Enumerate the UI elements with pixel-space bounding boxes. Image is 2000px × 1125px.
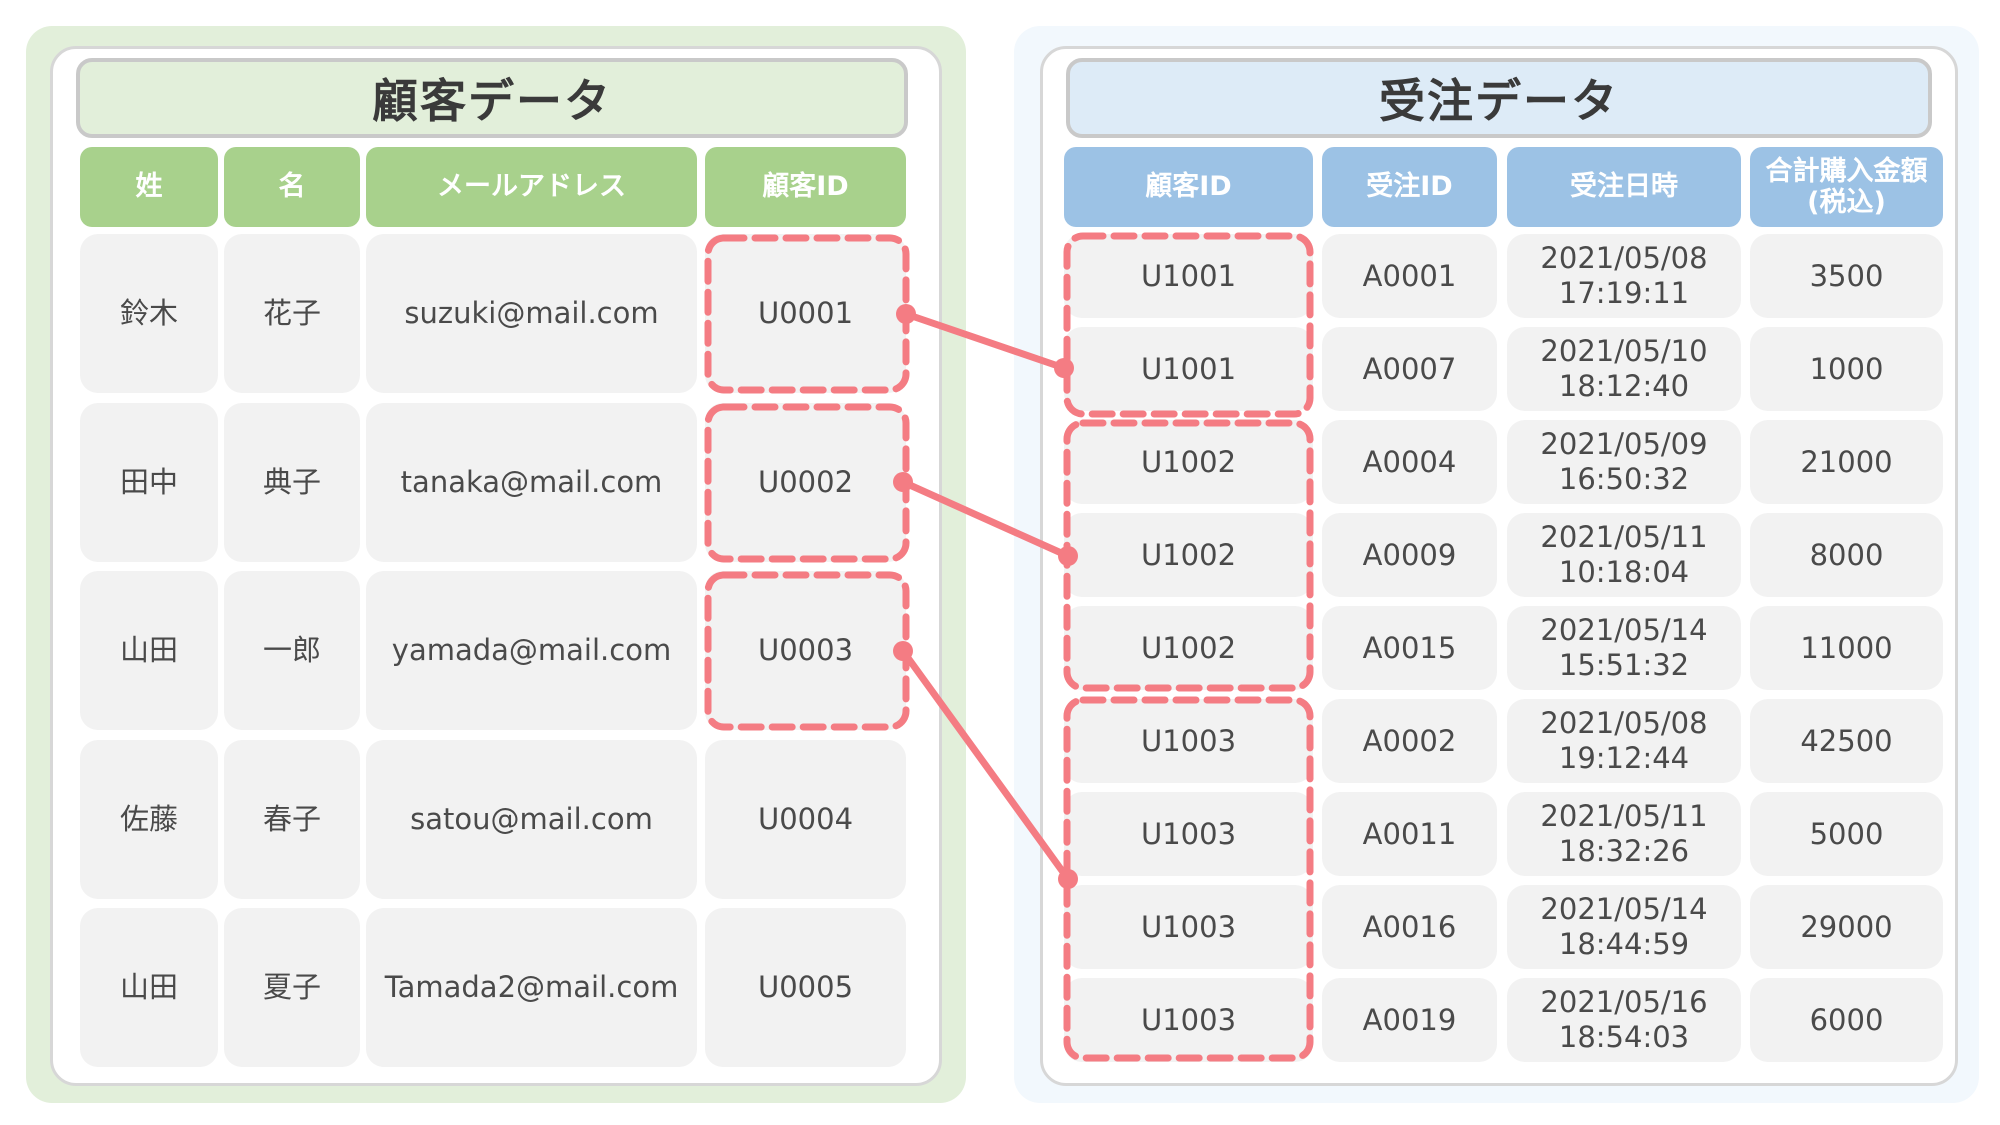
customer-header-email: メールアドレス [366,147,697,227]
order-customer-id-cell: U1003 [1064,978,1313,1062]
connector-dot [1054,358,1074,378]
highlight-customer-u0002 [704,403,910,563]
customer-header-customer-id: 顧客ID [705,147,906,227]
order-header-customer-id: 顧客ID [1064,147,1313,227]
highlight-orders-u1001 [1063,232,1314,418]
highlight-orders-u1002 [1063,419,1314,692]
order-amount-cell: 29000 [1750,885,1943,969]
customer-last-name-cell: 田中 [80,403,218,562]
connector-dot [893,641,913,661]
order-amount-cell: 11000 [1750,606,1943,690]
customer-first-name-cell: 典子 [224,403,360,562]
connector-dot [896,304,916,324]
order-customer-id-cell: U1003 [1064,699,1313,783]
customer-first-name-cell: 夏子 [224,908,360,1067]
customer-email-cell: satou@mail.com [366,740,697,899]
order-amount-cell: 8000 [1750,513,1943,597]
highlight-orders-u1003 [1063,696,1314,1062]
connector-dot [1058,546,1078,566]
highlight-customer-u0003 [704,571,910,731]
order-header-order-id: 受注ID [1322,147,1497,227]
order-customer-id-cell: U1001 [1064,327,1313,411]
customer-id-cell: U0003 [705,571,906,730]
customer-id-cell: U0004 [705,740,906,899]
order-header-total-amount: 合計購入金額 (税込) [1750,147,1943,227]
order-id-cell: A0002 [1322,699,1497,783]
order-amount-cell: 21000 [1750,420,1943,504]
order-id-cell: A0019 [1322,978,1497,1062]
customer-first-name-cell: 花子 [224,234,360,393]
order-id-cell: A0011 [1322,792,1497,876]
customer-email-cell: suzuki@mail.com [366,234,697,393]
customer-id-cell: U0005 [705,908,906,1067]
customer-email-cell: Tamada2@mail.com [366,908,697,1067]
highlight-customer-u0001 [704,234,910,394]
customer-last-name-cell: 鈴木 [80,234,218,393]
customer-first-name-cell: 一郎 [224,571,360,730]
order-customer-id-cell: U1002 [1064,513,1313,597]
connector-line [902,310,1068,372]
order-amount-cell: 5000 [1750,792,1943,876]
order-header-order-datetime: 受注日時 [1507,147,1741,227]
customer-header-first-name: 名 [224,147,360,227]
order-datetime-cell: 2021/05/08 17:19:11 [1507,234,1741,318]
order-id-cell: A0016 [1322,885,1497,969]
order-datetime-cell: 2021/05/09 16:50:32 [1507,420,1741,504]
order-amount-cell: 1000 [1750,327,1943,411]
connector-line [899,647,1072,883]
customer-email-cell: yamada@mail.com [366,571,697,730]
order-datetime-cell: 2021/05/14 18:44:59 [1507,885,1741,969]
order-id-cell: A0009 [1322,513,1497,597]
order-datetime-cell: 2021/05/11 18:32:26 [1507,792,1741,876]
customer-email-cell: tanaka@mail.com [366,403,697,562]
order-amount-cell: 3500 [1750,234,1943,318]
customer-id-cell: U0001 [705,234,906,393]
customer-last-name-cell: 山田 [80,908,218,1067]
customer-first-name-cell: 春子 [224,740,360,899]
order-amount-cell: 42500 [1750,699,1943,783]
order-datetime-cell: 2021/05/14 15:51:32 [1507,606,1741,690]
order-datetime-cell: 2021/05/08 19:12:44 [1507,699,1741,783]
order-customer-id-cell: U1002 [1064,420,1313,504]
customer-header-last-name: 姓 [80,147,218,227]
order-amount-cell: 6000 [1750,978,1943,1062]
order-datetime-cell: 2021/05/11 10:18:04 [1507,513,1741,597]
customer-id-cell: U0002 [705,403,906,562]
order-datetime-cell: 2021/05/16 18:54:03 [1507,978,1741,1062]
order-datetime-cell: 2021/05/10 18:12:40 [1507,327,1741,411]
customer-last-name-cell: 佐藤 [80,740,218,899]
customer-last-name-cell: 山田 [80,571,218,730]
connector-dot [1058,869,1078,889]
order-table-title: 受注データ [1066,58,1932,138]
customer-table-title: 顧客データ [76,58,908,138]
order-id-cell: A0007 [1322,327,1497,411]
order-id-cell: A0004 [1322,420,1497,504]
order-customer-id-cell: U1003 [1064,885,1313,969]
order-customer-id-cell: U1001 [1064,234,1313,318]
order-id-cell: A0015 [1322,606,1497,690]
order-id-cell: A0001 [1322,234,1497,318]
order-customer-id-cell: U1003 [1064,792,1313,876]
connector-dot [893,472,913,492]
connector-line [899,478,1072,560]
order-customer-id-cell: U1002 [1064,606,1313,690]
